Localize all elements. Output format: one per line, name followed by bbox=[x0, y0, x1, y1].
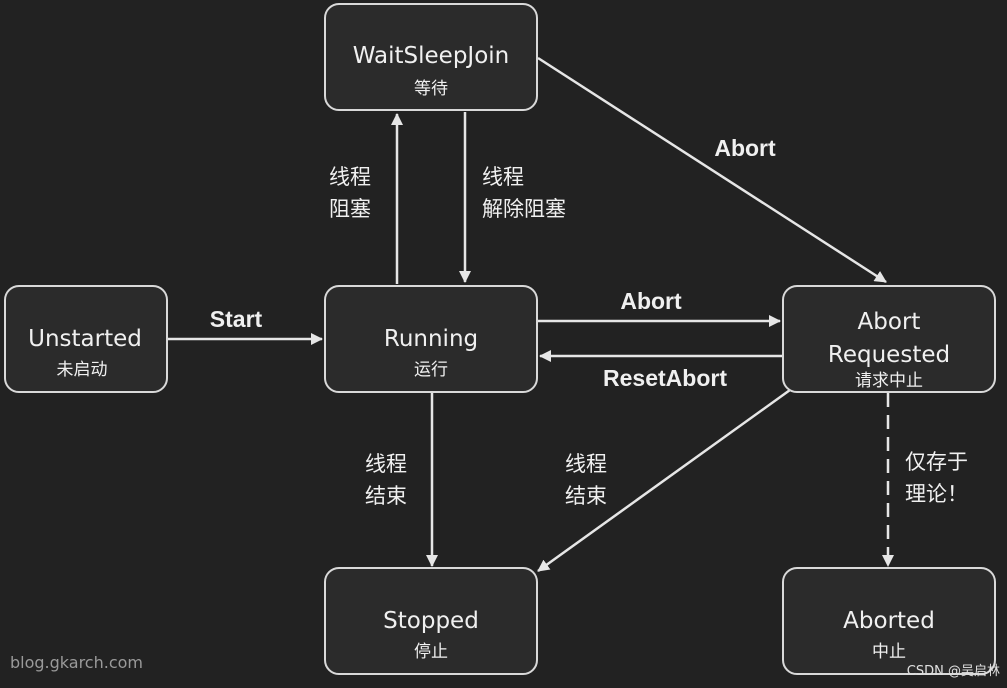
end-from-running-label-line1: 线程 bbox=[365, 452, 407, 476]
reset-abort-label: ResetAbort bbox=[603, 365, 727, 391]
watermark-text: blog.gkarch.com bbox=[10, 653, 143, 672]
state-aborted: Aborted 中止 bbox=[782, 567, 996, 675]
end-from-abort-label-line1: 线程 bbox=[565, 452, 607, 476]
state-aborted-box bbox=[782, 567, 996, 675]
end-from-abort-label-line2: 结束 bbox=[565, 484, 607, 508]
end-from-abort-arrow bbox=[537, 388, 791, 573]
state-abort-requested-name-line1: Abort bbox=[858, 309, 921, 335]
state-aborted-sub: 中止 bbox=[872, 642, 906, 662]
state-running-sub: 运行 bbox=[414, 360, 448, 380]
state-running-name: Running bbox=[384, 326, 478, 352]
block-label-line1: 线程 bbox=[329, 165, 371, 189]
state-stopped-name: Stopped bbox=[383, 608, 479, 634]
state-running: Running 运行 bbox=[324, 285, 538, 393]
abort-from-wait-arrow bbox=[537, 56, 887, 284]
start-label: Start bbox=[210, 306, 263, 332]
end-from-running-label-line2: 结束 bbox=[365, 484, 407, 508]
state-unstarted: Unstarted 未启动 bbox=[4, 285, 168, 393]
block-label-line2: 阻塞 bbox=[329, 197, 371, 221]
state-unstarted-sub: 未启动 bbox=[57, 360, 108, 380]
state-unstarted-name: Unstarted bbox=[28, 326, 142, 352]
unblock-label-line1: 线程 bbox=[482, 165, 524, 189]
theory-only-label-line2: 理论！ bbox=[905, 482, 968, 506]
state-unstarted-box bbox=[4, 285, 168, 393]
state-abort-requested: Abort Requested 请求中止 bbox=[782, 285, 996, 393]
state-abort-requested-name-line2: Requested bbox=[828, 342, 950, 368]
abort-from-wait-label: Abort bbox=[714, 135, 776, 161]
state-waitsleepjoin-box bbox=[324, 3, 538, 111]
abort-from-running-label: Abort bbox=[620, 288, 682, 314]
state-waitsleepjoin-name: WaitSleepJoin bbox=[353, 43, 510, 69]
state-stopped-sub: 停止 bbox=[414, 642, 448, 662]
theory-only-label-line1: 仅存于 bbox=[905, 450, 968, 474]
state-stopped: Stopped 停止 bbox=[324, 567, 538, 675]
unblock-label-line2: 解除阻塞 bbox=[482, 197, 566, 221]
state-running-box bbox=[324, 285, 538, 393]
state-waitsleepjoin: WaitSleepJoin 等待 bbox=[324, 3, 538, 111]
state-abort-requested-sub: 请求中止 bbox=[855, 371, 923, 391]
state-aborted-name: Aborted bbox=[843, 608, 935, 634]
credit-text: CSDN @吴启林 bbox=[907, 664, 1000, 679]
state-abort-requested-box bbox=[782, 285, 996, 393]
state-stopped-box bbox=[324, 567, 538, 675]
state-waitsleepjoin-sub: 等待 bbox=[414, 79, 448, 99]
